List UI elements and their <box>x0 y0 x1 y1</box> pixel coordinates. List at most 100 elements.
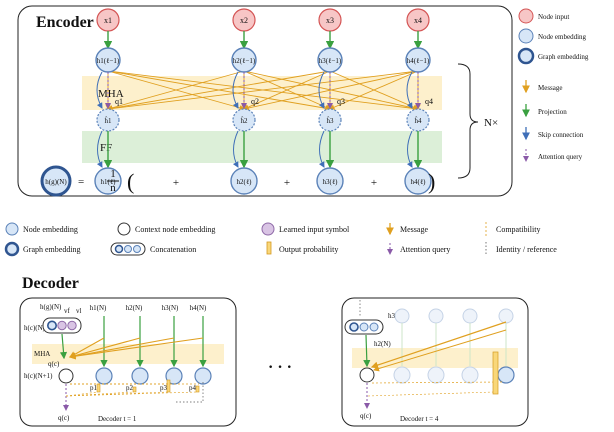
decoder-right-ghost-node <box>394 308 410 324</box>
decoder-left-message <box>68 337 175 360</box>
legend-query-label: Attention query <box>538 153 583 161</box>
skip-connection-arrow <box>96 71 103 109</box>
decoder-left-node-label-1: h1(N) <box>90 304 107 312</box>
intermediate-node-label-1: ĥ1 <box>105 117 113 125</box>
graph-embedding-node: h(g)(N) <box>40 165 72 197</box>
legend-graph-icon <box>517 47 535 65</box>
decoder-left-prob-bar-2 <box>132 386 137 393</box>
node-embedding-out-2 <box>230 167 258 195</box>
node-embedding-out-label-4: h4(ℓ) <box>410 178 426 186</box>
query-label-2: q2 <box>251 97 259 106</box>
repeat-bracket <box>457 63 479 179</box>
legend-context-node: Context node embedding <box>135 225 215 234</box>
intermediate-node-4 <box>406 108 430 132</box>
decoder-right-ghost-node <box>393 366 411 384</box>
legend-skip-label: Skip connection <box>538 131 584 139</box>
message-arrow <box>329 70 419 110</box>
node-input-label-4: x4 <box>414 16 422 25</box>
legend-graph-embedding: Graph embedding <box>23 245 81 254</box>
node-embedding-prev-label-4: h4(ℓ−1) <box>407 57 430 65</box>
decoder-left-prob-bar-1 <box>96 383 101 393</box>
intermediate-node-3 <box>318 108 342 132</box>
decoder-right-ghost-node <box>427 366 445 384</box>
decoder-right-h3-label: h3 <box>388 312 396 320</box>
decoder-right-concat-arrow <box>363 334 371 368</box>
legend-output-prob: Output probability <box>279 245 338 254</box>
plus-sign: + <box>371 177 377 189</box>
ff-skip-connection <box>232 130 239 168</box>
decoder-left-node-2 <box>131 367 149 385</box>
legend-context-icon <box>117 222 131 236</box>
decoder-left-prob-bar-4 <box>195 385 200 393</box>
encoder-title: Encoder <box>36 14 94 31</box>
decoder-ellipsis: · · · <box>268 359 292 376</box>
legend-message: Message <box>400 225 428 234</box>
encoder-column-4: x4 h4(ℓ−1) q4 ĥ4 h4(ℓ) <box>404 8 433 195</box>
node-input-label-3: x3 <box>326 16 334 25</box>
skip-connection-arrow <box>318 71 325 109</box>
decoder-right-compatibility <box>371 381 503 384</box>
decoder-right-panel: h3 h2(N) q(c) Decoder t = 4 <box>341 297 529 427</box>
decoder-left-prob-link <box>65 391 198 397</box>
decoder-left-mha-label: MHA <box>34 350 50 358</box>
message-arrow <box>243 70 331 110</box>
decoder-left-caption: Decoder t = 1 <box>98 415 137 423</box>
decoder-left-identity-link <box>174 382 204 403</box>
encoder-columns: x1h1(ℓ−1)q1ĥ1h1(ℓ)x2h2(ℓ−1)q2ĥ2h2(ℓ)x3h3… <box>94 8 433 195</box>
decoder-left-graph-label: h(g)(N) <box>40 303 62 311</box>
legend-node-embedding: Node embedding <box>23 225 78 234</box>
intermediate-node-label-4: ĥ4 <box>415 117 423 125</box>
intermediate-node-2 <box>232 108 256 132</box>
decoder-left-node-label-3: h3(N) <box>162 304 179 312</box>
plus-sign: + <box>284 177 290 189</box>
legend-attention-query: Attention query <box>400 245 450 254</box>
query-label-3: q3 <box>337 97 345 106</box>
decoder-right-concat <box>344 319 384 335</box>
decoder-right-message <box>373 329 507 372</box>
bottom-legend: Node embedding Graph embedding Context n… <box>4 222 557 257</box>
decoder-right-prob-link <box>367 391 495 397</box>
query-label-4: q4 <box>425 97 433 106</box>
message-arrow <box>107 70 331 111</box>
node-embedding-prev-label-3: h3(ℓ−1) <box>319 57 342 65</box>
message-arrow <box>243 70 419 111</box>
decoder-title: Decoder <box>22 275 79 292</box>
decoder-right-prob-bar <box>492 351 499 395</box>
ff-skip-connection <box>96 130 103 168</box>
plus-sign: + <box>173 177 179 189</box>
decoder-left-prob-label-2: p2 <box>126 384 134 392</box>
legend-compatibility: Compatibility <box>496 225 540 234</box>
node-embedding-out-3 <box>316 167 344 195</box>
decoder-left-panel: MHA h(g)(N) vf vl h(c)(N) q(c) h(c)(N+1)… <box>19 297 237 427</box>
decoder-left-context-node <box>58 368 74 384</box>
decoder-left-message <box>68 337 204 360</box>
legend-learned-symbol: Learned input symbol <box>279 225 350 234</box>
fraction-numerator: 1 <box>110 168 116 180</box>
decoder-left-final-query-label: q(c) <box>58 414 70 422</box>
message-arrow <box>107 70 419 112</box>
decoder-left-query-label: q(c) <box>48 360 60 368</box>
legend-learned-icon <box>261 222 275 236</box>
legend-projection-label: Projection <box>538 108 567 116</box>
node-embedding-prev-label-2: h2(ℓ−1) <box>233 57 256 65</box>
repeat-label: N× <box>484 117 498 129</box>
decoder-left-node-label-2: h2(N) <box>126 304 143 312</box>
decoder-right-ghost-node <box>498 308 514 324</box>
legend-node-icon <box>518 28 534 44</box>
decoder-right-nodes <box>367 308 515 397</box>
legend-node-label: Node embedding <box>538 33 587 41</box>
equals-sign: = <box>78 176 84 188</box>
ff-label: FF <box>100 142 112 154</box>
node-embedding-prev-label-1: h1(ℓ−1) <box>97 57 120 65</box>
decoder-right-ghost-node <box>462 308 478 324</box>
intermediate-node-label-2: ĥ2 <box>241 117 249 125</box>
decoder-left-prob-link <box>65 391 135 397</box>
mha-label: MHA <box>98 88 124 100</box>
left-paren: ( <box>127 169 134 194</box>
decoder-left-prob-label-3: p3 <box>160 384 168 392</box>
decoder-right-message <box>370 321 507 369</box>
